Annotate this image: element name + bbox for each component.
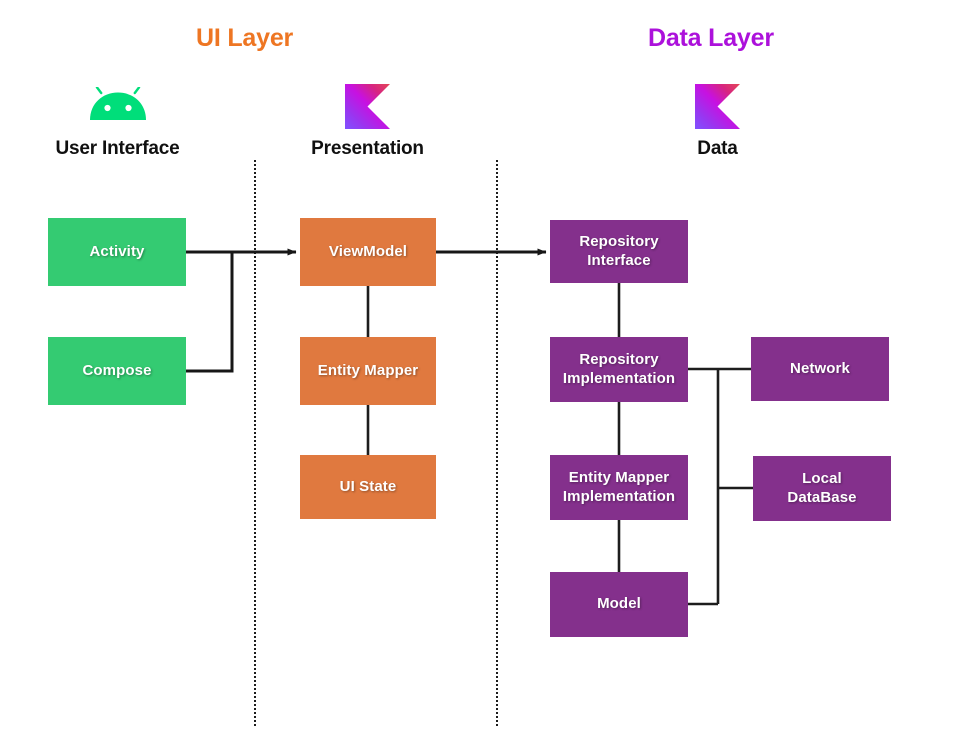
node-repository-implementation-line2: Implementation — [562, 369, 676, 387]
layer-divider-right — [496, 160, 498, 726]
node-model[interactable]: Model — [550, 572, 688, 637]
node-local-database[interactable]: Local DataBase — [753, 456, 891, 521]
node-repository-interface[interactable]: Repository Interface — [550, 220, 688, 283]
node-local-database-line1: Local — [802, 469, 842, 487]
kotlin-logo-icon — [270, 80, 465, 132]
node-activity[interactable]: Activity — [48, 218, 186, 286]
data-layer-title: Data Layer — [648, 24, 774, 52]
node-entity-mapper[interactable]: Entity Mapper — [300, 337, 436, 405]
ui-layer-title: UI Layer — [196, 24, 294, 52]
android-logo-icon — [20, 80, 215, 132]
node-local-database-line2: DataBase — [787, 488, 857, 506]
column-label-data: Data — [697, 138, 738, 159]
layer-divider-left — [254, 160, 256, 726]
node-entity-mapper-implementation-line2: Implementation — [562, 487, 676, 505]
node-ui-state[interactable]: UI State — [300, 455, 436, 519]
column-header-presentation: Presentation — [270, 80, 465, 160]
node-compose[interactable]: Compose — [48, 337, 186, 405]
node-entity-mapper-implementation[interactable]: Entity Mapper Implementation — [550, 455, 688, 520]
node-repository-implementation[interactable]: Repository Implementation — [550, 337, 688, 402]
node-repository-interface-line2: Interface — [587, 251, 651, 269]
node-entity-mapper-implementation-line1: Entity Mapper — [568, 468, 670, 486]
column-header-data: Data — [620, 80, 815, 160]
kotlin-logo-icon — [620, 80, 815, 132]
column-label-presentation: Presentation — [311, 138, 424, 159]
node-repository-implementation-line1: Repository — [579, 350, 659, 368]
column-header-user-interface: User Interface — [20, 80, 215, 160]
column-label-user-interface: User Interface — [55, 138, 180, 159]
connector-ui-bracket — [186, 250, 234, 373]
node-repository-interface-line1: Repository — [579, 232, 659, 250]
node-network[interactable]: Network — [751, 337, 889, 401]
node-viewmodel[interactable]: ViewModel — [300, 218, 436, 286]
